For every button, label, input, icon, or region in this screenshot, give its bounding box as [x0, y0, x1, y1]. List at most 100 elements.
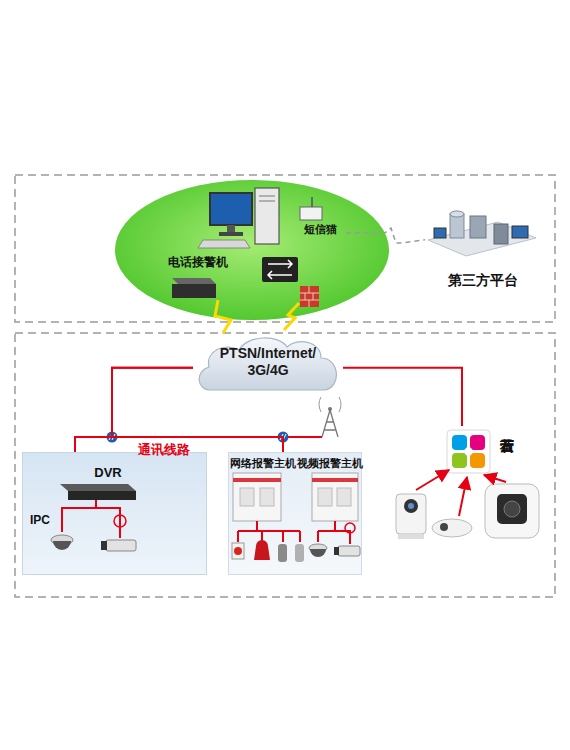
layout-art — [268, 260, 292, 279]
sms-modem: 短信猫 — [294, 222, 346, 240]
layout-art — [432, 519, 472, 537]
layout-art — [68, 491, 136, 500]
platform-icon — [428, 211, 536, 256]
layout-art — [485, 484, 539, 538]
cable-loop — [345, 523, 355, 533]
layout-art — [109, 434, 115, 440]
layout-art — [95, 500, 97, 508]
alarm-host-device — [233, 473, 281, 521]
sms-modem-icon — [300, 197, 322, 220]
layout-art — [512, 226, 528, 238]
node-text: IPC — [30, 513, 60, 527]
layout-art — [233, 473, 281, 521]
alarm-host-panel: 网络报警主机视频报警主机 — [228, 452, 362, 575]
layout-art — [312, 473, 358, 521]
dvr-panel: DVR IPC — [22, 452, 207, 575]
layout-art — [465, 448, 473, 456]
camera-wire — [62, 508, 120, 538]
node-text: 网络报警主机 — [229, 457, 297, 470]
node-text: PTSN/Internet/ 3G/4G — [213, 345, 323, 379]
layout-art — [404, 499, 418, 513]
layout-art — [470, 435, 485, 450]
layout-art — [318, 488, 332, 506]
layout-art — [295, 544, 304, 562]
layout-art — [107, 432, 118, 443]
layout-art — [101, 541, 107, 550]
layout-art — [53, 541, 71, 550]
layout-art — [452, 435, 467, 450]
layout-art — [428, 222, 536, 256]
layout-art — [504, 501, 520, 517]
wireless-bolt — [284, 303, 299, 330]
mini-camera — [432, 519, 472, 537]
video-alarm-host-device — [312, 473, 358, 521]
layout-art — [494, 224, 508, 244]
layout-art — [447, 430, 490, 473]
box-camera — [485, 484, 539, 538]
comm-line — [112, 368, 283, 452]
layout-art — [300, 286, 319, 307]
node-text: 短信猫 — [294, 223, 346, 236]
layout-art — [259, 201, 275, 202]
node-text: DVR — [83, 465, 133, 481]
dashed-region — [15, 175, 555, 322]
layout-art — [416, 470, 449, 490]
sensor-wire — [238, 521, 350, 544]
layout-art — [450, 214, 464, 238]
layout-art — [484, 475, 506, 482]
layout-art — [312, 478, 358, 482]
layout-art — [440, 523, 448, 531]
layout-art — [232, 543, 244, 559]
wireless-link — [215, 300, 231, 333]
cloud-service: 萤石云 — [445, 426, 520, 474]
layout-art — [240, 488, 254, 506]
comm-wire — [283, 436, 322, 438]
dashed-region — [15, 333, 555, 597]
node-text: 第三方平台 — [425, 272, 540, 289]
layout-art — [310, 549, 326, 557]
switch-icon — [262, 257, 298, 282]
dvr-device — [60, 484, 136, 508]
line-splitter — [107, 432, 289, 443]
layout-art — [260, 488, 274, 506]
layout-art — [311, 197, 313, 207]
layout-art — [452, 453, 467, 468]
layout-art — [227, 225, 235, 232]
layout-art — [172, 278, 216, 284]
layout-art — [198, 240, 250, 248]
layout-art — [254, 540, 270, 560]
layout-art — [470, 453, 485, 468]
cube-camera — [396, 494, 426, 539]
layout-art — [255, 188, 279, 244]
layout-art — [337, 488, 351, 506]
network-cloud: PTSN/Internet/ 3G/4G — [193, 333, 343, 393]
layout-art — [278, 544, 287, 562]
layout-art — [470, 216, 486, 238]
layout-art — [259, 196, 275, 197]
layout-art — [278, 432, 289, 443]
layout-art — [319, 397, 341, 412]
layout-art — [233, 478, 281, 482]
cable-loop — [114, 515, 126, 527]
third-party-platform: 第三方平台 — [425, 210, 540, 295]
layout-art — [334, 547, 339, 555]
node-text: 电话接警机 — [158, 255, 238, 269]
layout-art — [51, 535, 73, 545]
layout-art — [434, 228, 446, 238]
layout-art — [300, 207, 322, 220]
cloud-logo — [447, 430, 490, 473]
dome-camera — [51, 535, 73, 550]
layout-art — [300, 286, 319, 307]
cloud-shape — [199, 338, 336, 390]
edge-label: 通讯线路 — [138, 441, 190, 459]
sensor-icons — [232, 540, 360, 562]
phone-receiver-icon — [172, 278, 216, 298]
layout-art — [106, 540, 136, 551]
bullet-camera — [101, 540, 136, 551]
upload-arrow — [416, 470, 506, 516]
layout-art — [219, 232, 243, 236]
layout-art — [398, 534, 424, 539]
comm-line — [343, 368, 462, 426]
